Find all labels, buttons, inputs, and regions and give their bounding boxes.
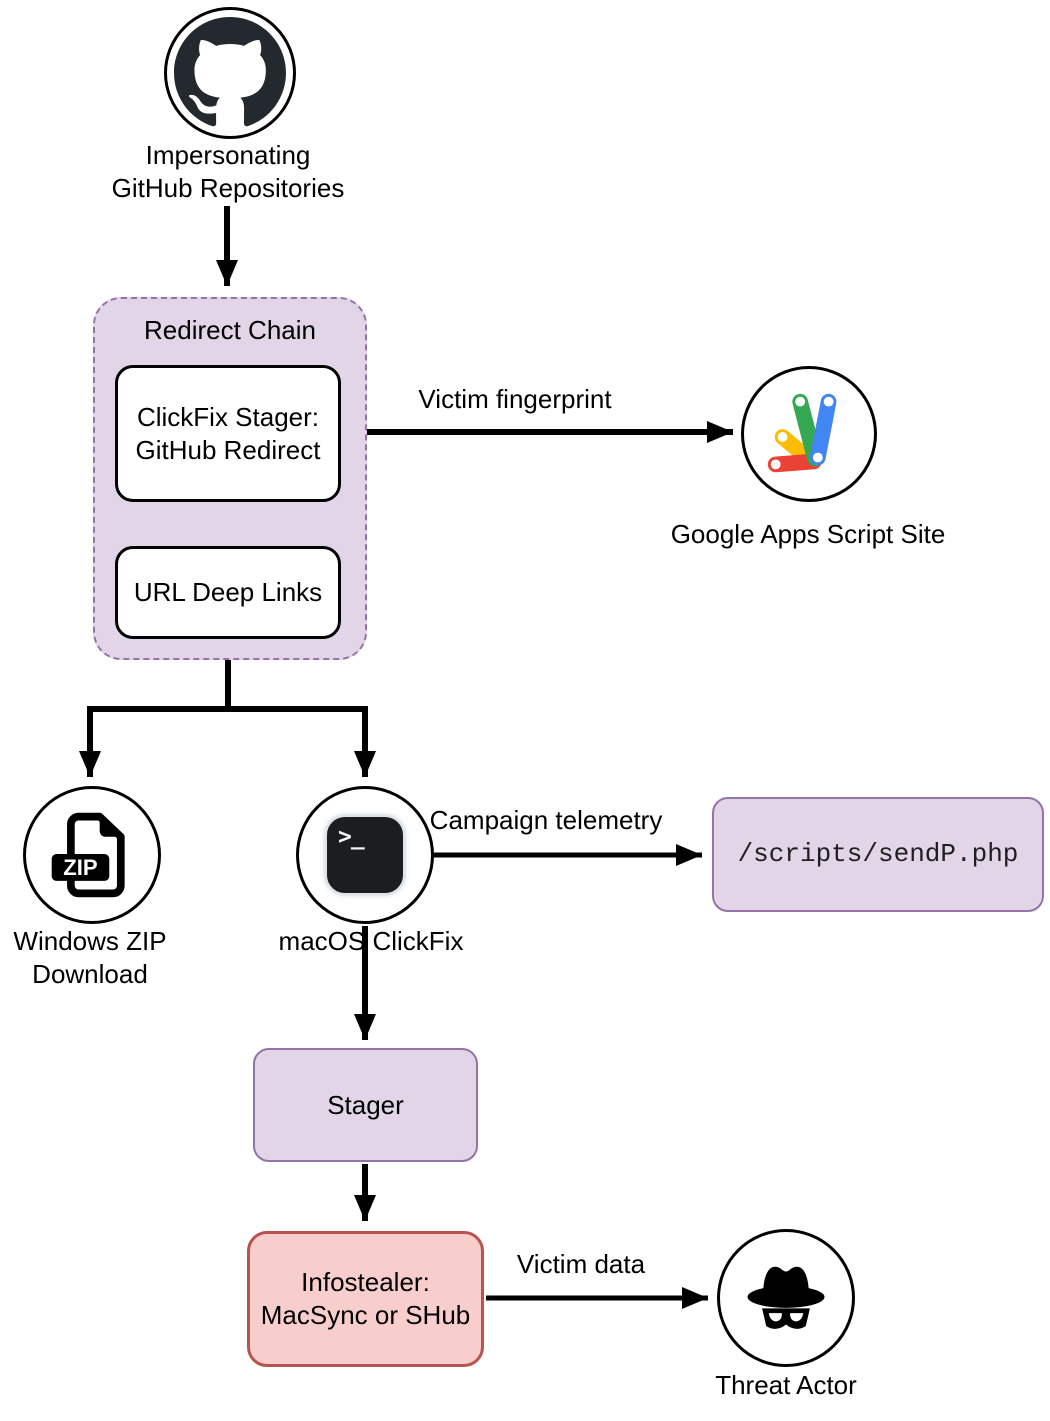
zip-file-icon: ZIP xyxy=(51,812,125,898)
redirect-chain-title: Redirect Chain xyxy=(144,315,316,345)
github-label-line1: Impersonating xyxy=(145,140,311,170)
clickfix-stager-label-line2: GitHub Redirect xyxy=(135,434,321,465)
github-node-label: Impersonating GitHub Repositories xyxy=(112,139,345,205)
google-apps-script-node xyxy=(741,366,877,502)
url-deep-links-node: URL Deep Links xyxy=(115,546,341,639)
infostealer-label-line1: Infostealer: xyxy=(301,1267,430,1297)
stager-node: Stager xyxy=(253,1048,478,1162)
campaign-telemetry-edge-label: Campaign telemetry xyxy=(429,805,663,835)
windows-zip-label-line2: Download xyxy=(32,959,148,989)
infostealer-node: Infostealer: MacSync or SHub xyxy=(247,1231,484,1367)
sendp-endpoint-label: /scripts/sendP.php xyxy=(737,839,1019,869)
stager-label: Stager xyxy=(327,1089,404,1120)
github-label-line2: GitHub Repositories xyxy=(111,173,345,203)
clickfix-stager-node: ClickFix Stager: GitHub Redirect xyxy=(115,365,341,502)
windows-zip-node: ZIP xyxy=(23,786,161,924)
zip-badge-text: ZIP xyxy=(63,855,97,880)
terminal-prompt-text: >_ xyxy=(338,824,365,850)
macos-clickfix-label: macOS ClickFix xyxy=(278,926,464,956)
google-apps-script-label: Google Apps Script Site xyxy=(670,519,946,549)
windows-zip-label: Windows ZIP Download xyxy=(13,925,166,991)
infostealer-label-line2: MacSync or SHub xyxy=(260,1300,471,1330)
url-deep-links-label: URL Deep Links xyxy=(133,577,323,607)
google-apps-script-icon xyxy=(767,393,837,473)
sendp-endpoint-node: /scripts/sendP.php xyxy=(712,797,1044,912)
github-node xyxy=(164,7,296,139)
victim-fingerprint-edge-label: Victim fingerprint xyxy=(418,384,612,414)
github-icon xyxy=(174,17,286,127)
threat-actor-node xyxy=(717,1229,855,1367)
macos-clickfix-node: >_ xyxy=(296,786,434,924)
threat-actor-label: Threat Actor xyxy=(715,1370,857,1400)
terminal-icon: >_ xyxy=(325,815,405,895)
windows-zip-label-line1: Windows ZIP xyxy=(13,926,167,956)
clickfix-stager-label-line1: ClickFix Stager: xyxy=(136,401,320,432)
victim-data-edge-label: Victim data xyxy=(516,1249,646,1279)
spy-icon xyxy=(747,1266,825,1329)
